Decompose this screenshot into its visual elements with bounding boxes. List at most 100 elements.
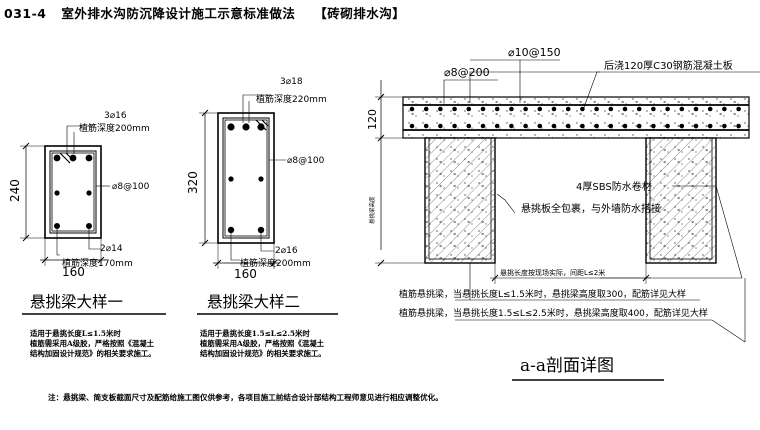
slab-bar-dot [480,123,486,129]
beam1-top-anchor-label: 植筋深度200mm [79,122,150,134]
slab-bar-dot [679,123,685,129]
slab-bar-dot [722,106,727,112]
slab-bar-dot [452,123,457,129]
slab-bar-dot [665,106,670,112]
beam2-stirrup-label: ⌀8@100 [287,156,325,166]
beam2-top-bar [257,123,265,131]
slab-bar-dot [679,106,685,112]
slab-bar-dot [608,106,614,112]
slab-bar-dot [537,123,543,129]
beam2-caption: 悬挑梁大样二 [207,293,300,311]
slab-bar-dot [423,106,429,112]
beam2-note-line: 适用于悬挑长度1.5≤L≤2.5米时 [200,329,310,338]
slab-bar-dot [651,123,656,129]
slab-bar-dot [438,123,443,129]
slab-bar-dot [608,123,614,129]
slab-bar-dot [622,123,628,129]
section-note-1: 植筋悬挑梁，当悬挑长度L≤1.5米时，悬挑梁高度取300，配筋详见大样 [399,288,686,300]
slab-bar-dot [466,123,472,129]
slab-bar-dot [594,123,599,129]
beam1-top-bar [85,154,93,162]
slab-bar-dot [736,106,741,112]
slab-bar-dot [722,123,727,129]
section-wrap-label: 悬挑板全包裹，与外墙防水搭接 [521,202,661,215]
slab-bar-dot [523,106,528,112]
slab-bar-dot [452,106,457,112]
slab-bar-dot [665,123,670,129]
beam1-top-bar [53,154,61,162]
beam1-note-line: 适用于悬挑长度L≤1.5米时 [30,329,121,338]
slab-bar-dot [509,123,514,129]
beam2-bottom-bar [227,226,235,234]
slab-bar-dot [693,106,699,112]
section-left-vertical-label: 悬挑梁高度 [368,196,376,224]
slab-distribution-bars [409,106,741,129]
slab-bar-dot [537,106,543,112]
slab-bar-dot [622,106,628,112]
beam2-bottom-bar [257,226,265,234]
beam1-caption: 悬挑梁大样一 [30,293,123,311]
slab-bar-dot [636,123,642,129]
footnote: 注：悬挑梁、简支板截面尺寸及配筋给施工图仅供参考，各项目施工前结合设计部结构工程… [48,392,443,402]
slab-bar-dot [494,106,500,112]
section-membrane-label: 4厚SBS防水卷材 [576,180,652,193]
slab-bar-dot [551,106,557,112]
beam1-bottom-bar [86,223,92,229]
slab-bar-dot [551,123,557,129]
section-aa: ⌀10@150 ⌀8@200 后浇120厚C30钢筋混凝土板 120 悬挑梁高度… [366,46,760,381]
beam1-height-dim: 240 [8,179,22,202]
drawing-tag: 【砖砌排水沟】 [314,6,406,21]
slab-bar-dot [466,106,472,112]
slab-bar-dot [509,106,514,112]
slab-bar-dot [736,123,741,129]
slab-bar-dot [693,123,699,129]
section-slab-label: 后浇120厚C30钢筋混凝土板 [604,59,733,72]
beam2-detail: 3⌀18 植筋深度220mm ⌀8@100 2⌀16 植筋深度200mm 320… [186,77,338,315]
slab-bar-dot [651,106,656,112]
slab-bar-dot [707,106,713,112]
slab-bar-dot [594,106,599,112]
beam2-top-bar-label: 3⌀18 [280,77,303,87]
slab-bar-dot [480,106,486,112]
beam2-note-line: 植筋需采用A级胶，严格按照《混凝土 [200,339,324,348]
slab-bar-dot [565,106,571,112]
section-slab-thickness-dim: 120 [366,109,379,130]
slab-bar-dot [636,106,642,112]
section-dist-rebar-label: ⌀8@200 [444,66,490,79]
slab-bar-dot [438,106,443,112]
beam2-note-line: 结构加固设计规范》的相关要求施工。 [200,349,326,358]
slab-bar-dot [423,123,429,129]
beam1-detail: 3⌀16 植筋深度200mm ⌀8@100 2⌀14 植筋深度170mm 240… [8,111,166,315]
drawing-title: 031-4 室外排水沟防沉降设计施工示意标准做法 【砖砌排水沟】 [4,3,405,22]
beam2-bottom-bar-label: 2⌀16 [275,246,298,256]
drawing-title-text: 室外排水沟防沉降设计施工示意标准做法 [61,6,296,21]
beam1-width-dim: 160 [62,265,85,279]
slab-bar-dot [707,123,713,129]
beam2-notes: 适用于悬挑长度1.5≤L≤2.5米时 植筋需采用A级胶，严格按照《混凝土 结构加… [200,329,326,359]
section-note-2: 植筋悬挑梁，当悬挑长度1.5≤L≤2.5米时，悬挑梁高度取400，配筋详见大样 [399,307,708,319]
beam1-bottom-bar [54,223,60,229]
drawing-code: 031-4 [4,6,47,21]
section-caption: a-a剖面详图 [520,356,614,376]
slab-bar-dot [494,123,500,129]
section-span-label: 悬挑长度按现场实际，间距L≤2米 [500,268,605,277]
beam1-note-line: 结构加固设计规范》的相关要求施工。 [30,349,156,358]
slab-bar-dot [565,123,571,129]
beam2-width-dim: 160 [234,267,257,281]
beam1-top-bar-label: 3⌀16 [104,111,127,121]
beam1-bottom-bar-label: 2⌀14 [100,244,123,254]
beam1-stirrup-label: ⌀8@100 [112,182,150,192]
slab-bar-dot [409,123,415,129]
slab-bar-dot [523,123,528,129]
beam1-notes: 适用于悬挑长度L≤1.5米时 植筋需采用A级胶，严格按照《混凝土 结构加固设计规… [30,329,156,359]
beam1-top-bar [69,154,77,162]
beam1-note-line: 植筋需采用A级胶，严格按照《混凝土 [30,339,154,348]
beam2-top-bar [227,123,235,131]
section-top-rebar-label: ⌀10@150 [508,46,561,59]
slab-bar-dot [580,123,585,129]
beam2-top-bar [242,123,250,131]
slab-bar-dot [409,106,415,112]
beam2-height-dim: 320 [186,171,200,194]
beam2-top-anchor-label: 植筋深度220mm [256,93,327,105]
